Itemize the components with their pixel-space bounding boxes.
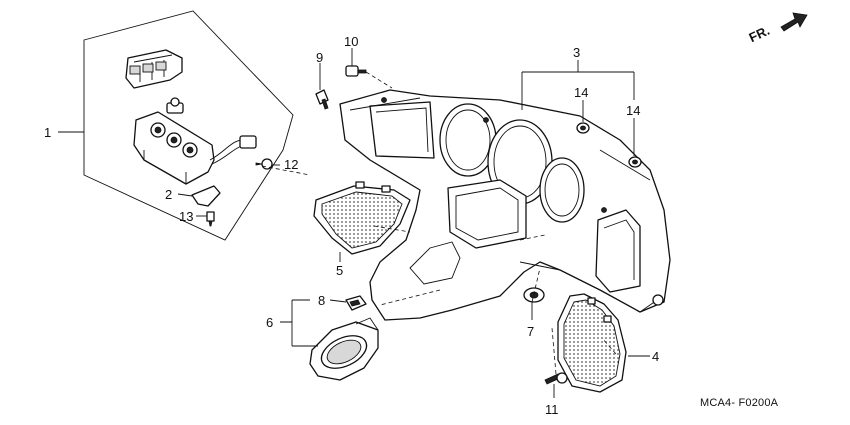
callout-8: 8 <box>318 293 325 308</box>
clamp-part <box>191 185 221 207</box>
callout-7: 7 <box>527 324 534 339</box>
screw-13-part <box>206 211 215 227</box>
inner-fairing-panel <box>339 89 671 321</box>
front-direction-label: FR. <box>747 23 772 45</box>
callout-3: 3 <box>573 45 580 60</box>
callout-12: 12 <box>284 157 298 172</box>
callout-14-a: 14 <box>574 85 588 100</box>
callout-14-b: 14 <box>626 103 640 118</box>
nut-10-part <box>345 65 367 77</box>
small-switch-part <box>166 97 184 114</box>
leader-lines <box>58 48 650 398</box>
callout-9: 9 <box>316 50 323 65</box>
cup-holder-part <box>309 317 379 381</box>
front-arrow-icon <box>780 12 808 32</box>
grommet-14-b-part <box>628 156 642 168</box>
switch-knobs-part <box>125 49 183 89</box>
callout-4: 4 <box>652 349 659 364</box>
grommet-14-a-part <box>576 122 590 134</box>
diagram-code: MCA4- F0200A <box>700 397 779 409</box>
callout-13: 13 <box>179 209 193 224</box>
speaker-grille-right-part <box>557 293 627 393</box>
clip-8-part <box>345 295 367 311</box>
wire-harness-part <box>209 135 257 165</box>
switch-housing-part <box>133 111 215 185</box>
callout-2: 2 <box>165 187 172 202</box>
callout-5: 5 <box>336 263 343 278</box>
speaker-grille-left-part <box>313 181 411 255</box>
callout-labels: 1 2 3 4 5 6 7 8 9 10 11 12 13 14 14 <box>44 34 659 417</box>
bolt-9-part <box>315 89 329 110</box>
switch-group-boundary <box>83 10 294 241</box>
callout-6: 6 <box>266 315 273 330</box>
screw-11-part <box>544 372 568 385</box>
callout-1: 1 <box>44 125 51 140</box>
callout-10: 10 <box>344 34 358 49</box>
front-direction-indicator: FR. <box>747 12 808 45</box>
switch-assembly-group <box>83 10 294 241</box>
callout-11: 11 <box>545 402 559 417</box>
